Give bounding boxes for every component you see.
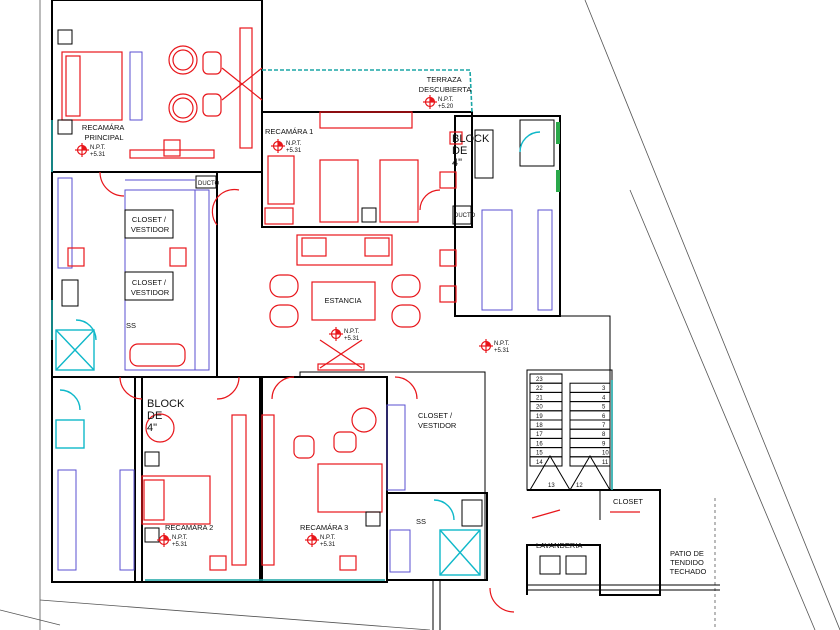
stair-step-left bbox=[529, 419, 563, 430]
label-closet-4: CLOSET bbox=[613, 497, 643, 506]
stair-number: 20 bbox=[536, 405, 543, 411]
room-labels: RECAMÁRA PRINCIPAL TERRAZA DESCUBIERTA R… bbox=[82, 75, 707, 576]
window-2 bbox=[556, 170, 560, 192]
stair-number: 13 bbox=[548, 483, 555, 489]
stair-landing bbox=[529, 455, 611, 491]
level-marker-recamara_1: N.P.T.+5.31 bbox=[271, 139, 302, 154]
bedroom-3 bbox=[261, 404, 406, 571]
stair-number: 8 bbox=[602, 432, 606, 438]
stair-number: 11 bbox=[602, 460, 609, 466]
level-value: +5.31 bbox=[320, 542, 336, 548]
stair-step-left bbox=[529, 447, 563, 458]
level-value: +5.31 bbox=[172, 542, 188, 548]
stair-number: 23 bbox=[536, 377, 543, 383]
level-marker-estancia: N.P.T.+5.31 bbox=[329, 327, 360, 342]
stair-step-left bbox=[529, 428, 563, 439]
level-value: +5.31 bbox=[286, 148, 302, 154]
level-marker-recamara_2: N.P.T.+5.31 bbox=[157, 533, 188, 548]
stair-number: 19 bbox=[536, 414, 543, 420]
stair-number: 12 bbox=[576, 483, 583, 489]
stair-number: 14 bbox=[536, 460, 543, 466]
stair-number: 18 bbox=[536, 423, 543, 429]
level-label: N.P.T. bbox=[172, 535, 188, 541]
label-patio: PATIO DE TENDIDO TECHADO bbox=[670, 549, 707, 576]
level-label: N.P.T. bbox=[320, 535, 336, 541]
level-markers: N.P.T.+5.31N.P.T.+5.20N.P.T.+5.31N.P.T.+… bbox=[75, 95, 510, 548]
level-marker-recamara_3: N.P.T.+5.31 bbox=[305, 533, 336, 548]
label-ducto-2: DUCTO bbox=[454, 213, 476, 219]
stair-number: 5 bbox=[602, 405, 606, 411]
label-ducto-1: DUCTO bbox=[198, 181, 220, 187]
stair-step-left bbox=[529, 382, 563, 393]
left-closet bbox=[55, 175, 217, 371]
level-value: +5.20 bbox=[438, 104, 454, 110]
level-label: N.P.T. bbox=[438, 97, 454, 103]
label-ss-right: SS bbox=[416, 517, 426, 526]
level-value: +5.31 bbox=[344, 336, 360, 342]
level-marker-terraza: N.P.T.+5.20 bbox=[423, 95, 454, 110]
stair-step-left bbox=[529, 437, 563, 449]
label-block-top: BLOCK DE 4" bbox=[452, 133, 492, 169]
label-ss-left: SS bbox=[126, 321, 136, 330]
master-bedroom-furniture bbox=[57, 27, 263, 159]
stair-number: 17 bbox=[536, 432, 543, 438]
label-closet-2: CLOSET / VESTIDOR bbox=[131, 278, 170, 297]
label-block-bottom: BLOCK DE 4" bbox=[147, 398, 187, 434]
stairs: 23 22 21 20 19 18 17 16 15 14 3 4 5 6 7 8 9 10 11 13 12 bbox=[529, 373, 611, 491]
level-value: +5.31 bbox=[494, 348, 510, 354]
label-recamara-1: RECAMÁRA 1 bbox=[265, 127, 313, 136]
label-lavanderia: LAVANDERIA bbox=[536, 541, 582, 550]
window-1 bbox=[556, 122, 560, 144]
stair-number: 4 bbox=[602, 395, 606, 401]
label-closet-1: CLOSET / VESTIDOR bbox=[131, 215, 170, 234]
laundry bbox=[531, 509, 640, 575]
doors bbox=[59, 131, 541, 613]
stair-step-left bbox=[529, 456, 563, 467]
stair-number: 15 bbox=[536, 451, 543, 457]
label-recamara-2: RECAMÁRA 2 bbox=[165, 523, 213, 532]
stair-number: 9 bbox=[602, 441, 606, 447]
level-marker-principal: N.P.T.+5.31 bbox=[75, 143, 106, 158]
stair-number: 22 bbox=[536, 386, 543, 392]
stair-number: 6 bbox=[602, 414, 606, 420]
label-terraza: TERRAZA DESCUBIERTA bbox=[419, 75, 472, 94]
level-label: N.P.T. bbox=[286, 141, 302, 147]
level-value: +5.31 bbox=[90, 152, 106, 158]
stair-step-left bbox=[529, 401, 563, 412]
stair-number: 7 bbox=[602, 423, 606, 429]
stair-step-left bbox=[529, 373, 563, 384]
stair-number: 3 bbox=[602, 386, 606, 392]
level-marker-hall: N.P.T.+5.31 bbox=[479, 339, 510, 354]
label-closet-3: CLOSET / VESTIDOR bbox=[418, 411, 457, 430]
walls bbox=[51, 0, 720, 630]
living-room-furniture bbox=[269, 234, 457, 371]
label-recamara-3: RECAMÁRA 3 bbox=[300, 523, 348, 532]
stair-step-left bbox=[529, 410, 563, 421]
label-recamara-principal: RECAMÁRA PRINCIPAL bbox=[82, 123, 126, 142]
level-label: N.P.T. bbox=[344, 329, 360, 335]
stair-number: 16 bbox=[536, 441, 543, 447]
stair-number: 21 bbox=[536, 395, 543, 401]
glazing bbox=[51, 69, 613, 581]
bedroom-2 bbox=[55, 413, 247, 571]
bedroom-1-furniture bbox=[264, 111, 472, 225]
level-label: N.P.T. bbox=[90, 145, 106, 151]
right-bathroom bbox=[449, 119, 555, 311]
stair-number: 10 bbox=[602, 451, 609, 457]
level-label: N.P.T. bbox=[494, 341, 510, 347]
small-bathroom bbox=[389, 499, 483, 576]
stair-step-left bbox=[529, 391, 563, 403]
label-estancia: ESTANCIA bbox=[325, 296, 362, 305]
